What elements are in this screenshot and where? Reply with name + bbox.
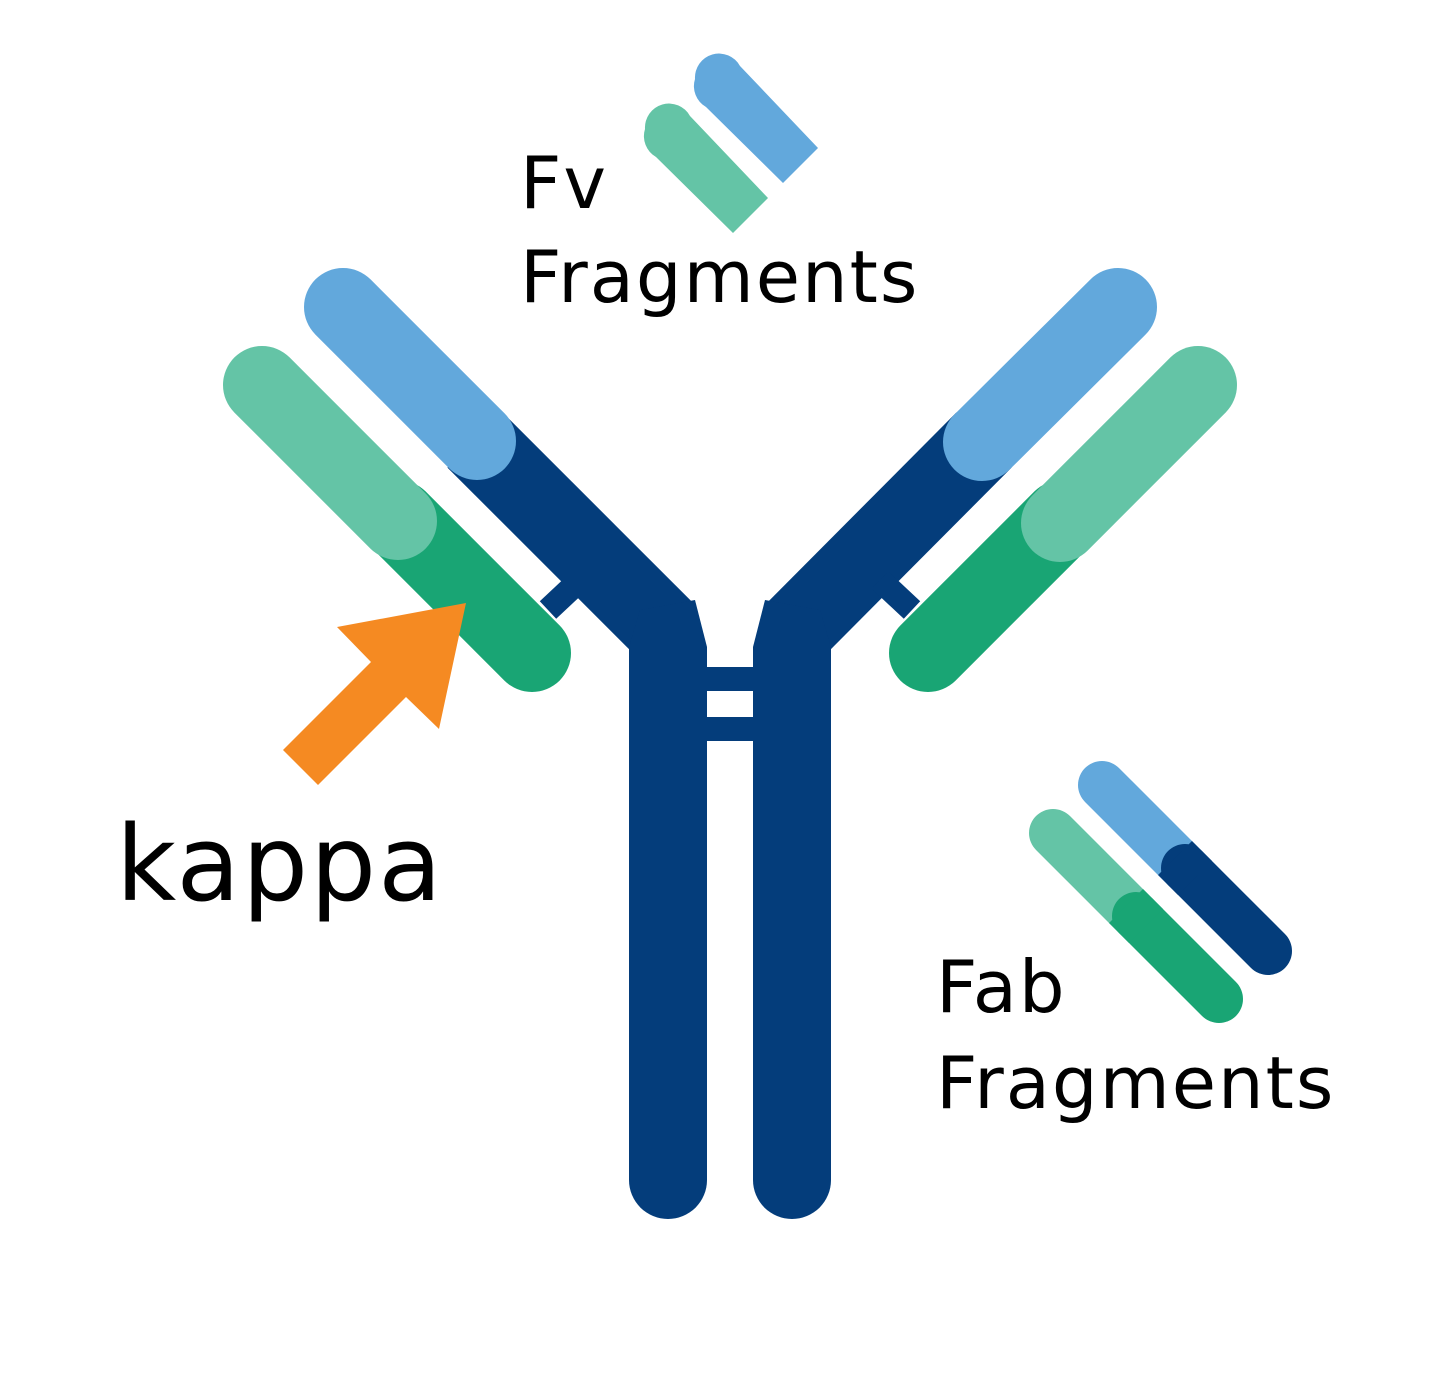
right-heavy-arm-constant — [764, 412, 1012, 661]
fab-fragment-heavy-joint — [1158, 841, 1212, 895]
left-light-variable — [223, 346, 437, 560]
fv-label-line2: Fragments — [520, 235, 919, 319]
fab-label-line1: Fab — [936, 945, 1067, 1029]
fab-fragment-icon — [1029, 761, 1292, 1023]
fab-label-line2: Fragments — [936, 1041, 1335, 1125]
left-heavy-arm-variable — [304, 268, 516, 480]
disulfide-bridge-upper — [705, 667, 755, 691]
left-light-heavy-link — [539, 571, 589, 619]
light-chains — [223, 346, 1237, 692]
right-stem — [753, 647, 831, 1219]
fab-fragment-light-constant — [1112, 892, 1243, 1023]
kappa-arrow-icon — [283, 603, 466, 785]
left-hinge — [629, 600, 707, 647]
fv-fragment-heavy — [693, 53, 818, 184]
disulfide-bridge-lower — [705, 717, 755, 741]
fv-label-line1: Fv — [520, 141, 608, 225]
right-hinge — [753, 600, 831, 647]
fv-fragment-icon — [643, 53, 818, 233]
right-heavy-arm-variable — [943, 268, 1157, 481]
right-light-variable — [1021, 346, 1237, 562]
antibody-structure — [304, 268, 1157, 1219]
left-stem — [629, 647, 707, 1219]
fab-fragment-light-joint — [1109, 889, 1163, 943]
right-light-heavy-link — [871, 571, 921, 619]
fv-fragment-light — [643, 103, 768, 233]
left-heavy-arm-constant — [447, 412, 696, 661]
fab-fragment-heavy-constant — [1161, 844, 1292, 975]
kappa-label: kappa — [116, 803, 444, 925]
